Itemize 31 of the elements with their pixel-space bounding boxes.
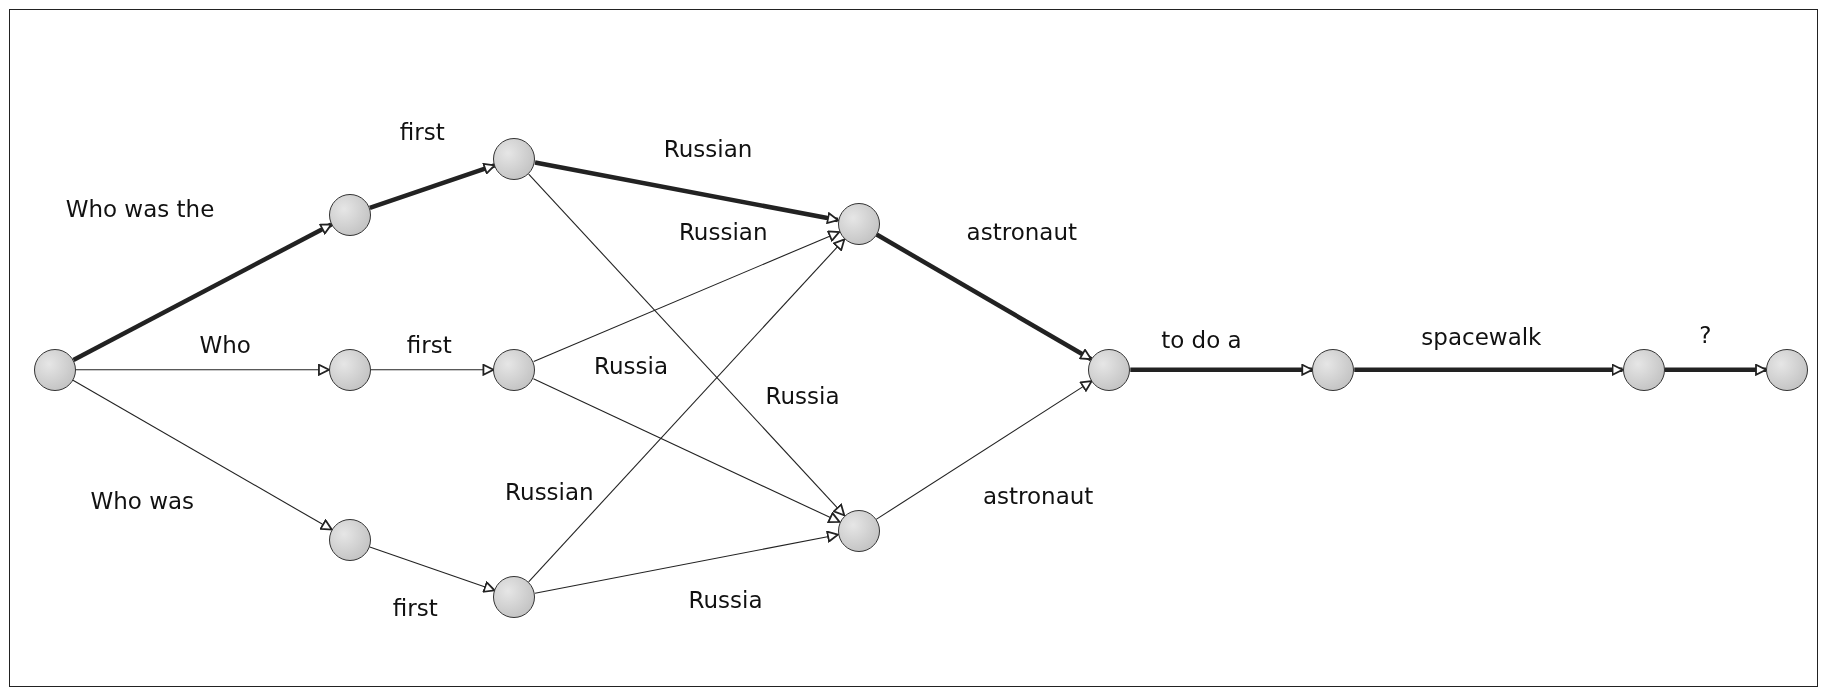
lattice-node (33, 348, 76, 391)
arrow (875, 232, 1093, 362)
lattice-node (837, 509, 880, 552)
lattice-node (1088, 348, 1131, 391)
arrow (369, 546, 496, 593)
arrow (370, 363, 495, 376)
arrow (875, 380, 1093, 520)
lattice-node (328, 193, 371, 236)
arrow (528, 173, 846, 517)
lattice-node (493, 348, 536, 391)
edge-label: spacewalk (1419, 325, 1544, 351)
lattice-node (493, 137, 536, 180)
arrow (533, 230, 841, 363)
arrow (369, 163, 496, 210)
arrow (528, 238, 846, 583)
arrow (534, 160, 839, 224)
lattice-node (1766, 348, 1808, 391)
arrow (72, 379, 333, 531)
arrow (534, 530, 839, 594)
arrow (532, 378, 841, 524)
lattice-node (1622, 348, 1665, 391)
lattice-node (328, 348, 371, 391)
arrow (72, 222, 333, 362)
arrow (1354, 363, 1624, 376)
lattice-node (493, 576, 536, 619)
arrow (75, 363, 330, 376)
arrow (1664, 363, 1767, 376)
lattice-node (1312, 348, 1355, 391)
lattice-node (328, 519, 371, 562)
arrow (1130, 363, 1314, 376)
lattice-node (837, 202, 880, 245)
